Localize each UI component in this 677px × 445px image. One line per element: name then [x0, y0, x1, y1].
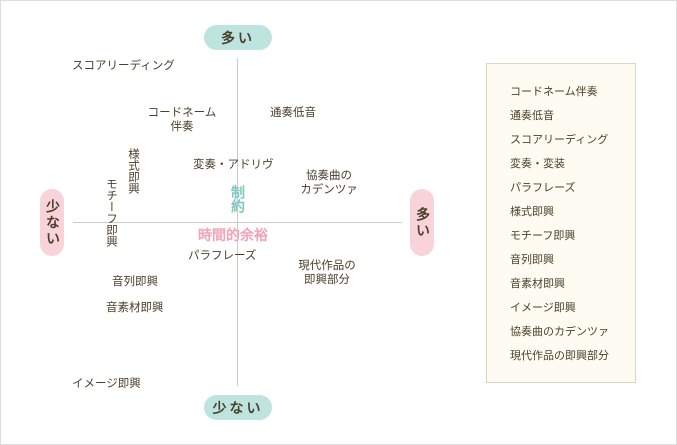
item-variation: 変奏・アドリヴ	[193, 157, 274, 171]
legend-item: 音素材即興	[510, 277, 565, 290]
legend-item: 音列即興	[510, 253, 554, 266]
legend-item: スコアリーディング	[510, 133, 609, 146]
legend-item: 変奏・変装	[510, 157, 565, 170]
axis-left-label: 少ない	[40, 189, 64, 256]
legend-item: 現代作品の即興部分	[510, 349, 609, 362]
item-cadenza-line2: カデンツァ	[300, 182, 358, 196]
item-chord-name-line2: 伴奏	[170, 119, 194, 133]
horizontal-axis	[73, 222, 402, 223]
legend-item: 協奏曲のカデンツァ	[510, 325, 609, 338]
legend-item: 通奏低音	[510, 109, 554, 122]
item-material: 音素材即興	[106, 300, 164, 314]
item-tone-row: 音列即興	[112, 274, 158, 288]
item-motif: モチーフ即興	[105, 178, 119, 247]
item-modern-line1: 現代作品の	[298, 258, 356, 272]
vertical-axis-title: 制約	[229, 185, 245, 213]
item-style: 様式即興	[127, 148, 141, 194]
item-cadenza-line1: 協奏曲の	[306, 168, 352, 182]
item-score-reading: スコアリーディング	[72, 58, 175, 72]
axis-top-label: 多い	[204, 25, 272, 50]
legend-item: パラフレーズ	[510, 181, 576, 194]
legend-item: 様式即興	[510, 205, 554, 218]
item-modern: 現代作品の即興部分	[287, 258, 367, 286]
item-modern-line2: 即興部分	[304, 272, 350, 286]
legend-box: コードネーム伴奏 通奏低音 スコアリーディング 変奏・変装 パラフレーズ 様式即…	[486, 63, 636, 383]
item-chord-name: コードネーム伴奏	[140, 105, 224, 133]
item-image: イメージ即興	[72, 376, 141, 390]
horizontal-axis-title: 時間的余裕	[198, 228, 268, 244]
item-basso-continuo: 通奏低音	[270, 105, 316, 119]
legend-item: コードネーム伴奏	[510, 85, 598, 98]
legend-item: イメージ即興	[510, 301, 576, 314]
legend-item: モチーフ即興	[510, 229, 576, 242]
item-chord-name-line1: コードネーム	[147, 105, 217, 119]
axis-right-label: 多い	[410, 189, 434, 256]
item-paraphrase: パラフレーズ	[188, 248, 257, 262]
axis-bottom-label: 少ない	[204, 395, 272, 420]
item-cadenza: 協奏曲のカデンツァ	[289, 168, 369, 196]
